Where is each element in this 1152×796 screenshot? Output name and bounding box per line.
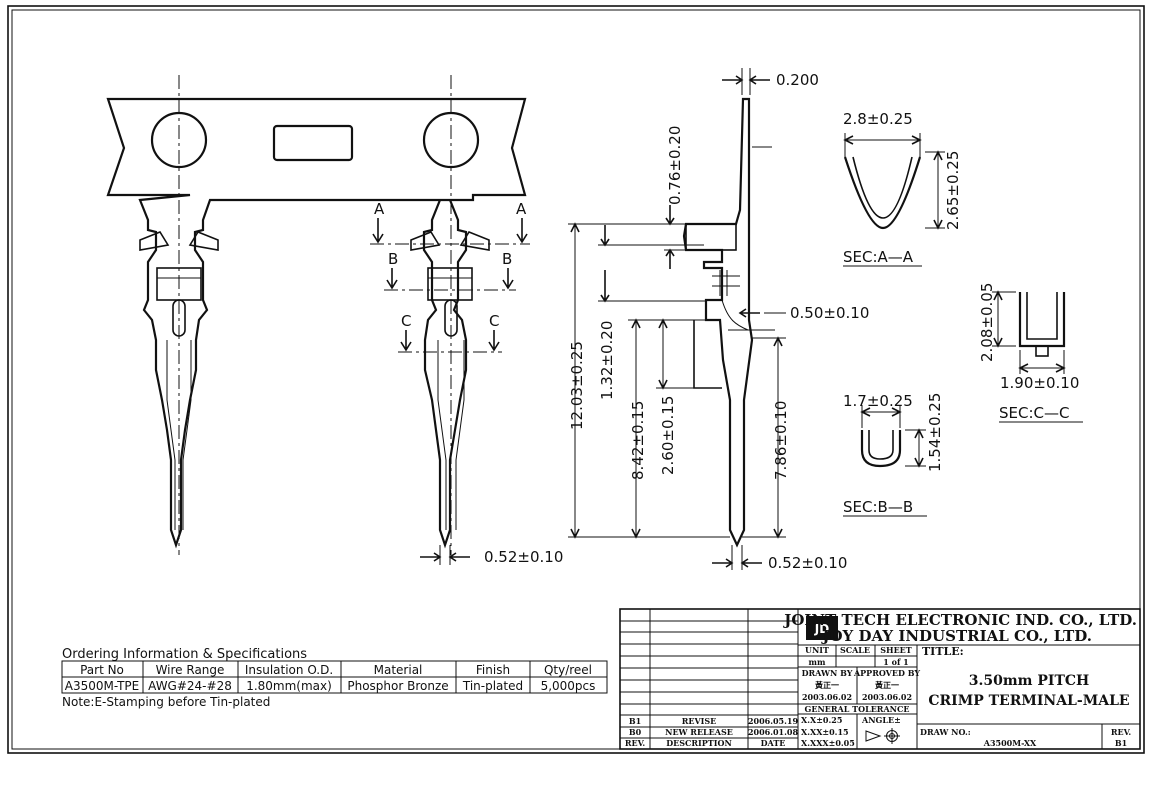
unit-label: UNIT bbox=[805, 645, 829, 655]
cut-letter-c-right: C bbox=[489, 312, 499, 330]
title-block: B1 REVISE 2006.05.19 B0 NEW RELEASE 2006… bbox=[619, 608, 1141, 750]
drawn-date: 2003.06.02 bbox=[802, 692, 852, 702]
dim-pin-width-side: 0.52±0.10 bbox=[768, 554, 847, 572]
company-name-2: JOY DAY INDUSTRIAL CO., LTD. bbox=[820, 627, 1092, 645]
rev-b0: B0 bbox=[629, 727, 642, 737]
header-material: Material bbox=[374, 663, 423, 677]
front-views: A A B B C C 0.52±0.10 bbox=[106, 75, 563, 566]
rev-header: REV. bbox=[625, 738, 646, 748]
approved-date: 2003.06.02 bbox=[862, 692, 912, 702]
dim-top-offset: 0.76±0.20 bbox=[666, 126, 684, 205]
rev-value: B1 bbox=[1115, 738, 1127, 748]
angle-label: ANGLE± bbox=[861, 715, 901, 725]
rev-label: REV. bbox=[1111, 727, 1132, 737]
cell-part-no: A3500M-TPE bbox=[65, 679, 139, 693]
sec-b-height: 1.54±0.25 bbox=[926, 393, 944, 472]
dim-thickness: 0.200 bbox=[776, 71, 819, 89]
tol-1: X.X±0.25 bbox=[801, 715, 842, 725]
tolerance-label: GENERAL TOLERANCE bbox=[805, 704, 910, 714]
drawn-label: DRAWN BY bbox=[802, 668, 853, 678]
section-c: 2.08±0.05 1.90±0.10 SEC:C—C bbox=[978, 283, 1083, 423]
dim-side-width: 0.50±0.10 bbox=[790, 304, 869, 322]
company-name-1: JOINT TECH ELECTRONIC IND. CO., LTD. bbox=[782, 611, 1137, 629]
rev-b1: B1 bbox=[629, 716, 641, 726]
cell-material: Phosphor Bronze bbox=[347, 679, 448, 693]
drawno-value: A3500M-XX bbox=[983, 738, 1037, 748]
drawno-label: DRAW NO.: bbox=[920, 727, 971, 737]
tol-3: X.XXX±0.05 bbox=[801, 738, 855, 748]
header-qty: Qty/reel bbox=[544, 663, 592, 677]
sec-c-height: 2.08±0.05 bbox=[978, 283, 996, 362]
header-insulation: Insulation O.D. bbox=[245, 663, 333, 677]
drawing-title-1: 3.50mm PITCH bbox=[969, 673, 1089, 689]
header-finish: Finish bbox=[476, 663, 510, 677]
unit-value: mm bbox=[809, 657, 826, 667]
sec-a-height: 2.65±0.25 bbox=[944, 151, 962, 230]
sheet-label: SHEET bbox=[880, 645, 912, 655]
title-label: TITLE: bbox=[922, 645, 964, 658]
dim-crimp-length: 1.32±0.20 bbox=[598, 321, 616, 400]
cut-letter-a-left: A bbox=[374, 200, 385, 218]
company-logo bbox=[806, 616, 838, 640]
cut-letter-b-right: B bbox=[502, 250, 512, 268]
dim-total-length: 12.03±0.25 bbox=[568, 341, 586, 430]
sec-c-label: SEC:C—C bbox=[999, 404, 1069, 422]
ordering-table: Ordering Information & Specifications Pa… bbox=[61, 647, 608, 709]
sec-a-width: 2.8±0.25 bbox=[843, 110, 913, 128]
cut-letter-a-right: A bbox=[516, 200, 527, 218]
dim-pin-width-front: 0.52±0.10 bbox=[484, 548, 563, 566]
approved-name: 黃正一 bbox=[875, 680, 899, 690]
header-part-no: Part No bbox=[80, 663, 124, 677]
cell-wire-range: AWG#24-#28 bbox=[148, 679, 232, 693]
drawn-name: 黃正一 bbox=[815, 680, 839, 690]
rev-b0-desc: NEW RELEASE bbox=[665, 727, 733, 737]
sec-c-width: 1.90±0.10 bbox=[1000, 374, 1079, 392]
rev-b0-date: 2006.01.08 bbox=[748, 727, 799, 737]
desc-header: DESCRIPTION bbox=[666, 738, 732, 748]
section-a: 2.8±0.25 2.65±0.25 SEC:A—A bbox=[843, 110, 962, 267]
inner-border bbox=[11, 9, 1141, 750]
ordering-note: Note:E-Stamping before Tin-plated bbox=[62, 695, 270, 709]
tol-2: X.XX±0.15 bbox=[801, 727, 849, 737]
sheet-value: 1 of 1 bbox=[883, 657, 908, 667]
logo-text: JD bbox=[814, 622, 829, 636]
header-wire-range: Wire Range bbox=[156, 663, 225, 677]
ordering-title: Ordering Information & Specifications bbox=[62, 647, 307, 662]
sec-b-label: SEC:B—B bbox=[843, 498, 913, 516]
drawing-title-2: CRIMP TERMINAL-MALE bbox=[928, 693, 1129, 709]
cell-insulation: 1.80mm(max) bbox=[246, 679, 332, 693]
cut-letter-b-left: B bbox=[388, 250, 398, 268]
outer-border bbox=[7, 5, 1145, 754]
scale-label: SCALE bbox=[840, 645, 870, 655]
dim-body-length: 8.42±0.15 bbox=[629, 401, 647, 480]
cell-finish: Tin-plated bbox=[462, 679, 523, 693]
section-b: 1.7±0.25 1.54±0.25 SEC:B—B bbox=[843, 392, 944, 517]
cut-letter-c-left: C bbox=[401, 312, 411, 330]
date-header: DATE bbox=[761, 738, 786, 748]
strip-window bbox=[272, 124, 354, 162]
projection-symbol-icon bbox=[865, 728, 900, 744]
approved-label: APPROVED BY bbox=[853, 668, 920, 678]
dim-pin-length: 7.86±0.10 bbox=[772, 401, 790, 480]
rev-b1-date: 2006.05.19 bbox=[748, 716, 799, 726]
sec-a-label: SEC:A—A bbox=[843, 248, 914, 266]
rev-b1-desc: REVISE bbox=[682, 716, 717, 726]
sec-b-width: 1.7±0.25 bbox=[843, 392, 913, 410]
side-view: 0.200 0.76±0.20 0.50±0.10 12.03±0.25 1.3… bbox=[568, 68, 869, 572]
dim-tab-length: 2.60±0.15 bbox=[659, 396, 677, 475]
cell-qty: 5,000pcs bbox=[541, 679, 596, 693]
